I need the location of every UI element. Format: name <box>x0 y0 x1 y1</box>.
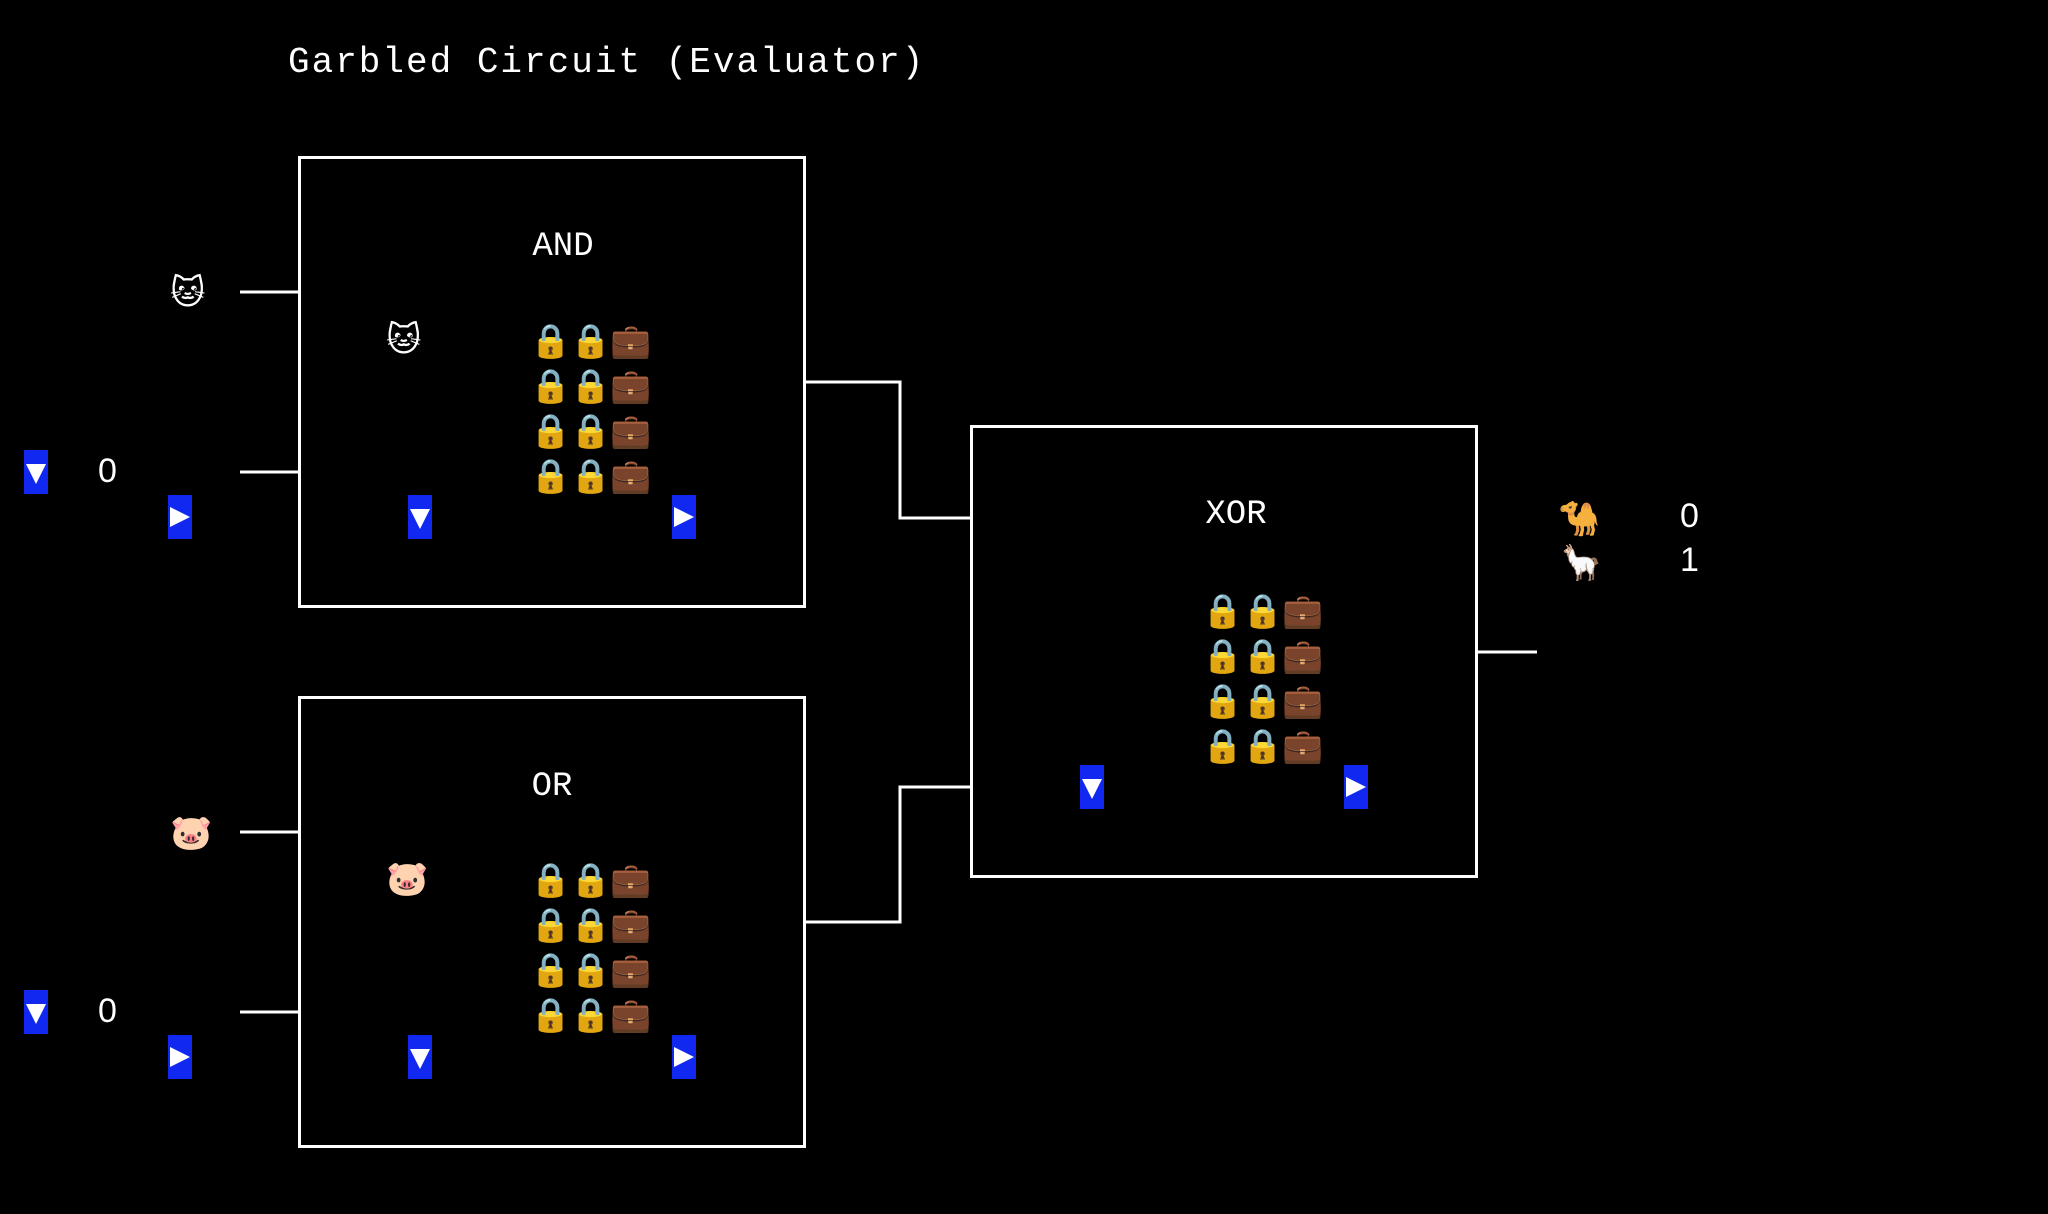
lock-icon: 🔒 <box>570 366 612 405</box>
lock-icon: 🔒 <box>1202 636 1244 675</box>
and-gate-label: AND <box>532 228 594 266</box>
xor-gate-garbled-table: 🔒🔒💼 🔒🔒💼 🔒🔒💼 🔒🔒💼 <box>1202 588 1324 768</box>
xor-gate-label: XOR <box>1205 496 1267 534</box>
and-gate-input-emoji: 🐱 <box>386 320 422 360</box>
luggage-icon: 💼 <box>1282 726 1324 765</box>
lock-icon: 🔒 <box>1242 591 1284 630</box>
triangle-down-icon <box>1082 779 1102 799</box>
or-gate-label: OR <box>531 768 573 806</box>
lock-icon: 🔒 <box>530 905 572 944</box>
lock-icon: 🔒 <box>570 321 612 360</box>
input-b-emoji: 🐷 <box>170 813 213 853</box>
output-0-emoji: 🐪 <box>1558 499 1601 539</box>
or-gate-down-button[interactable] <box>408 1035 432 1079</box>
or-gate-input-emoji: 🐷 <box>386 859 429 899</box>
lock-icon: 🔒 <box>530 860 572 899</box>
luggage-icon: 💼 <box>1282 636 1324 675</box>
output-1-emoji: 🦙 <box>1560 543 1603 583</box>
luggage-icon: 💼 <box>610 411 652 450</box>
luggage-icon: 💼 <box>1282 591 1324 630</box>
xor-gate-down-button[interactable] <box>1080 765 1104 809</box>
lock-icon: 🔒 <box>1242 636 1284 675</box>
wire-or-to-xor <box>805 785 972 924</box>
lock-icon: 🔒 <box>1202 591 1244 630</box>
lock-icon: 🔒 <box>1242 726 1284 765</box>
triangle-right-icon <box>170 507 190 527</box>
input-b-down-button[interactable] <box>24 990 48 1034</box>
wire-and-to-xor <box>805 380 972 520</box>
lock-icon: 🔒 <box>570 905 612 944</box>
triangle-down-icon <box>26 464 46 484</box>
or-gate-garbled-table: 🔒🔒💼 🔒🔒💼 🔒🔒💼 🔒🔒💼 <box>530 857 652 1037</box>
lock-icon: 🔒 <box>530 411 572 450</box>
luggage-icon: 💼 <box>1282 681 1324 720</box>
luggage-icon: 💼 <box>610 321 652 360</box>
lock-icon: 🔒 <box>570 860 612 899</box>
and-gate-right-button[interactable] <box>672 495 696 539</box>
xor-gate-right-button[interactable] <box>1344 765 1368 809</box>
triangle-down-icon <box>26 1004 46 1024</box>
input-a-right-button[interactable] <box>168 495 192 539</box>
luggage-icon: 💼 <box>610 995 652 1034</box>
and-gate-down-button[interactable] <box>408 495 432 539</box>
lock-icon: 🔒 <box>530 995 572 1034</box>
luggage-icon: 💼 <box>610 456 652 495</box>
output-0-value: 0 <box>1680 497 1699 535</box>
luggage-icon: 💼 <box>610 950 652 989</box>
lock-icon: 🔒 <box>570 411 612 450</box>
triangle-right-icon <box>170 1047 190 1067</box>
luggage-icon: 💼 <box>610 860 652 899</box>
lock-icon: 🔒 <box>1242 681 1284 720</box>
luggage-icon: 💼 <box>610 366 652 405</box>
or-gate <box>298 696 806 1148</box>
triangle-down-icon <box>410 1049 430 1069</box>
and-gate-garbled-table: 🔒🔒💼 🔒🔒💼 🔒🔒💼 🔒🔒💼 <box>530 318 652 498</box>
page-title: Garbled Circuit (Evaluator) <box>288 42 926 83</box>
xor-gate <box>970 425 1478 878</box>
input-b-value: 0 <box>98 992 117 1030</box>
lock-icon: 🔒 <box>530 366 572 405</box>
and-gate <box>298 156 806 608</box>
lock-icon: 🔒 <box>570 995 612 1034</box>
input-a-down-button[interactable] <box>24 450 48 494</box>
input-a-value: 0 <box>98 452 117 490</box>
lock-icon: 🔒 <box>530 321 572 360</box>
output-1-value: 1 <box>1680 541 1699 579</box>
lock-icon: 🔒 <box>1202 726 1244 765</box>
triangle-right-icon <box>1346 777 1366 797</box>
triangle-down-icon <box>410 509 430 529</box>
lock-icon: 🔒 <box>570 456 612 495</box>
triangle-right-icon <box>674 1047 694 1067</box>
lock-icon: 🔒 <box>530 456 572 495</box>
lock-icon: 🔒 <box>570 950 612 989</box>
or-gate-right-button[interactable] <box>672 1035 696 1079</box>
luggage-icon: 💼 <box>610 905 652 944</box>
input-b-right-button[interactable] <box>168 1035 192 1079</box>
lock-icon: 🔒 <box>1202 681 1244 720</box>
lock-icon: 🔒 <box>530 950 572 989</box>
triangle-right-icon <box>674 507 694 527</box>
input-a-emoji: 🐱 <box>170 273 206 313</box>
